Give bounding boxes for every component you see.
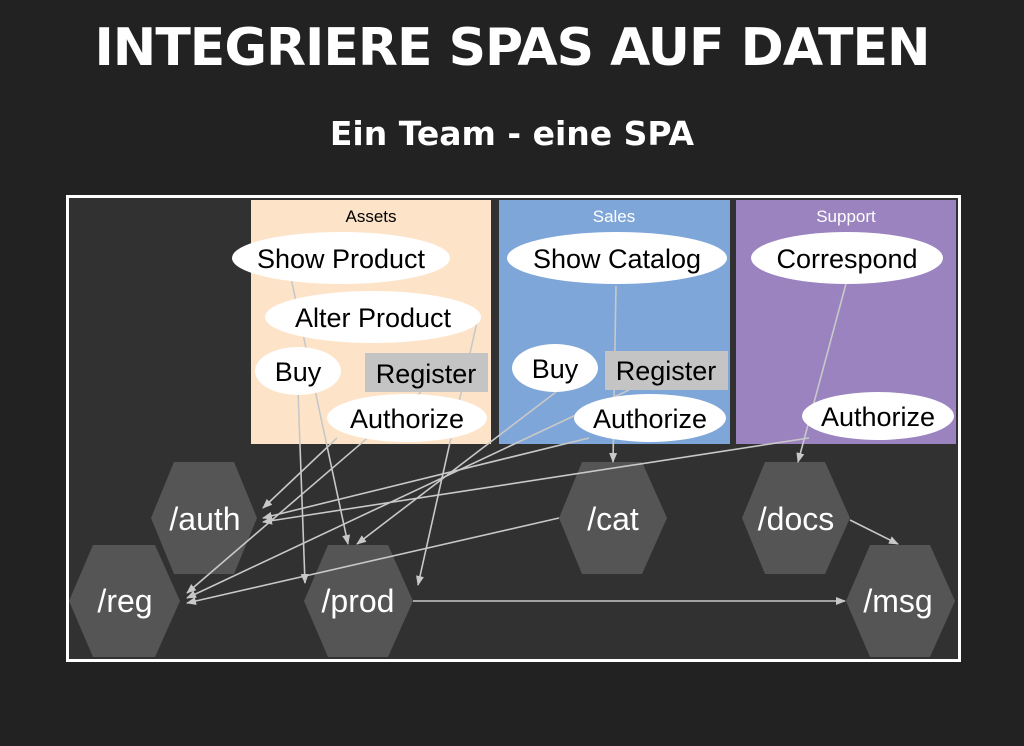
node-show-catalog-label: Show Catalog (533, 244, 701, 274)
slide-title: INTEGRIERE SPAS AUF DATEN (94, 18, 930, 78)
node-sales-buy (512, 344, 598, 392)
edge-sales-register-to-reg (186, 389, 630, 599)
node-assets-register (365, 353, 488, 392)
node-assets-buy-label: Buy (275, 357, 322, 387)
edge-support-authorize-to-auth (262, 437, 810, 525)
node-assets-buy (255, 347, 341, 395)
node-correspond-label: Correspond (776, 244, 917, 274)
node-assets-authorize-label: Authorize (350, 404, 464, 434)
slide-subtitle: Ein Team - eine SPA (329, 114, 695, 153)
service-docs-label: /docs (758, 501, 834, 537)
node-show-catalog (507, 232, 727, 284)
diagram-canvas: Assets Sales Support /auth /cat /docs /r… (69, 200, 956, 657)
node-show-product (232, 232, 450, 284)
service-msg-hex (846, 545, 955, 657)
architecture-diagram: Assets Sales Support /auth /cat /docs /r… (66, 195, 961, 662)
node-assets-authorize (327, 394, 487, 442)
service-prod-label: /prod (322, 583, 395, 619)
node-sales-register-label: Register (616, 356, 717, 386)
edge-assets-authorize-to-auth (262, 437, 338, 509)
service-auth-label: /auth (169, 501, 240, 537)
edge-sales-authorize-to-auth (262, 437, 590, 520)
edge-correspond-to-docs (796, 279, 848, 463)
group-assets-label: Assets (345, 207, 396, 226)
node-alter-product (265, 291, 481, 343)
group-sales-label: Sales (593, 207, 636, 226)
edge-sales-buy-to-prod (356, 391, 557, 545)
node-correspond (751, 232, 943, 284)
node-sales-register (605, 351, 728, 390)
edge-docs-to-msg (849, 519, 899, 545)
edge-cat-to-reg (186, 517, 560, 605)
service-msg-label: /msg (863, 583, 932, 619)
service-reg-hex (69, 545, 180, 657)
service-prod-hex (304, 545, 413, 657)
node-assets-register-label: Register (376, 359, 477, 389)
node-support-authorize (802, 392, 954, 440)
group-support-label: Support (816, 207, 876, 226)
edge-assets-buy-to-prod (297, 389, 309, 584)
service-cat-hex (559, 462, 667, 574)
node-sales-authorize (574, 394, 726, 442)
node-show-product-label: Show Product (257, 244, 426, 274)
service-auth-hex (151, 462, 257, 574)
service-cat-label: /cat (587, 501, 639, 537)
node-sales-buy-label: Buy (532, 354, 579, 384)
service-docs-hex (742, 462, 850, 574)
node-alter-product-label: Alter Product (295, 303, 452, 333)
node-support-authorize-label: Authorize (821, 402, 935, 432)
service-reg-label: /reg (97, 583, 152, 619)
node-sales-authorize-label: Authorize (593, 404, 707, 434)
